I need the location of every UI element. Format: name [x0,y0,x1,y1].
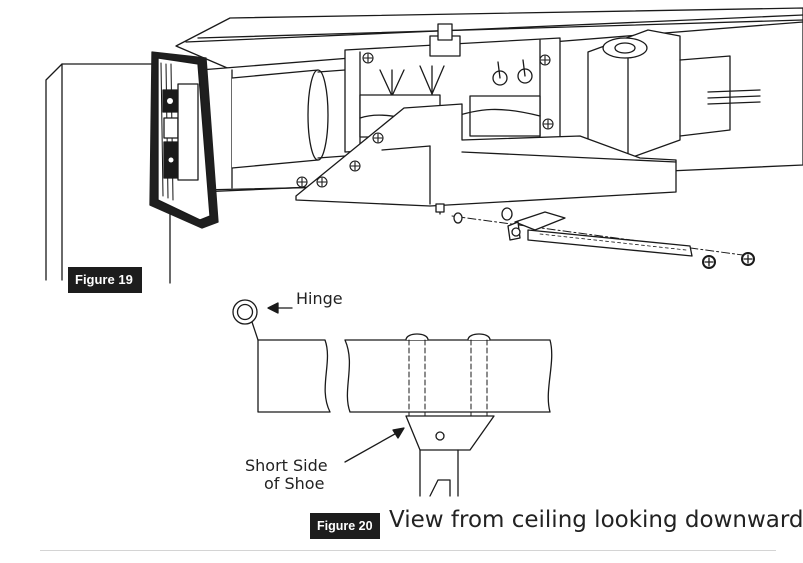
figure-20-badge: Figure 20 [310,513,380,539]
short-side-label: Short Side [245,456,328,475]
hinge-label: Hinge [296,289,343,308]
short-side-pointer [344,427,405,463]
shoe [405,415,495,451]
end-cap [149,51,219,229]
screw-icon [702,252,755,269]
gearbox [587,29,761,159]
figure-19-badge: Figure 19 [68,267,142,293]
figure-20-caption: View from ceiling looking downward [389,507,803,533]
hinge-arrow [267,302,293,314]
motor-cylinder [231,69,346,169]
arm-section [419,449,459,497]
frame-screws [296,52,554,188]
of-shoe-label: of Shoe [264,474,325,493]
assembly-axis [451,215,751,257]
operator-assembly-drawing [45,7,803,284]
washer-icon [453,207,513,224]
through-bolts [405,333,491,417]
door-panel-right [344,339,553,413]
page-divider [40,550,776,551]
arm-shoe-illustration [507,211,693,257]
base-plate [295,103,677,215]
door-panel-left [257,339,331,413]
hinge-pivot-icon [232,299,259,341]
